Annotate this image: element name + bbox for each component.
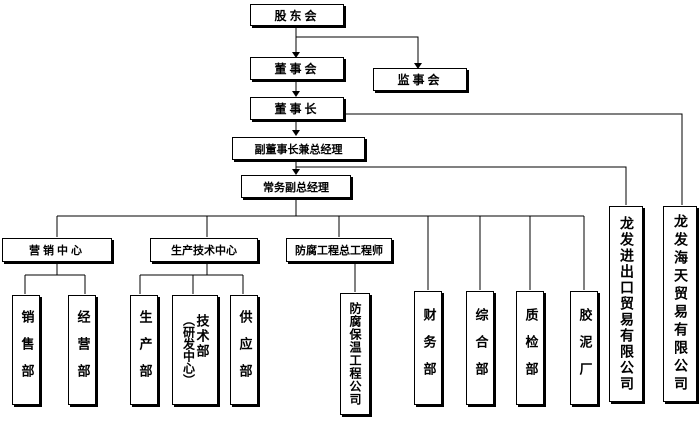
haitian-trading-company-box: 龙发海天贸易有限公司 (663, 206, 697, 402)
node-label: 监事会 (397, 73, 443, 87)
node-label: 销售部 (18, 309, 34, 391)
sales-dept-box: 销售部 (12, 295, 40, 405)
node-label: 胶泥厂 (576, 307, 592, 389)
node-label: 副董事长兼总经理 (254, 142, 343, 156)
board-of-directors-box: 董事会 (250, 57, 344, 80)
anticorrosion-chief-engineer-box: 防腐工程总工程师 (286, 238, 392, 262)
node-label: 质检部 (522, 307, 538, 389)
quality-dept-box: 质检部 (516, 291, 544, 405)
node-label: 技术部 (193, 314, 209, 359)
board-of-supervisors-box: 监事会 (373, 68, 467, 91)
node-label: 生产部 (136, 309, 152, 391)
connector-line (296, 166, 627, 205)
node-label: 财务部 (420, 307, 436, 389)
executive-vice-gm-box: 常务副总经理 (241, 175, 351, 198)
connector-line (296, 36, 419, 64)
arrowhead (292, 169, 300, 175)
vice-chairman-gm-box: 副董事长兼总经理 (232, 137, 365, 160)
arrowhead (292, 52, 300, 58)
node-label: 董事会 (274, 62, 320, 76)
node-label: 营销中心 (29, 244, 85, 257)
connector-line (344, 113, 683, 205)
node-label: 董事长 (274, 102, 320, 116)
production-dept-box: 生产部 (130, 295, 158, 405)
finance-dept-box: 财务部 (414, 291, 442, 405)
node-label: 供应部 (236, 309, 252, 391)
marketing-center-box: 营销中心 (2, 238, 112, 262)
mastic-factory-box: 胶泥厂 (570, 291, 598, 405)
node-label: 股东会 (274, 8, 320, 23)
supply-dept-box: 供应部 (230, 295, 258, 405)
node-label: 经营部 (74, 309, 90, 391)
node-label: 综合部 (472, 307, 488, 389)
tech-dept-label-group: 技术部 （研发中心） (181, 314, 209, 386)
node-sublabel: （研发中心） (181, 314, 196, 386)
node-label: 常务副总经理 (263, 180, 329, 194)
arrowhead (292, 91, 300, 97)
node-label: 龙发进出口贸易有限公司 (618, 216, 634, 392)
anticorrosion-company-box: 防腐保温工程公司 (340, 293, 370, 415)
arrowhead (292, 130, 300, 136)
production-tech-center-box: 生产技术中心 (150, 238, 258, 262)
node-label: 生产技术中心 (171, 244, 237, 257)
operations-dept-box: 经营部 (68, 295, 96, 405)
shareholders-meeting-box: 股东会 (250, 4, 344, 26)
tech-dept-box: 技术部 （研发中心） (172, 295, 218, 405)
general-affairs-dept-box: 综合部 (466, 291, 494, 405)
node-label: 防腐工程总工程师 (295, 244, 383, 257)
arrowhead (414, 63, 422, 69)
import-export-company-box: 龙发进出口贸易有限公司 (609, 206, 643, 402)
node-label: 防腐保温工程公司 (348, 302, 362, 406)
node-label: 龙发海天贸易有限公司 (672, 214, 688, 394)
chairman-box: 董事长 (250, 97, 344, 120)
